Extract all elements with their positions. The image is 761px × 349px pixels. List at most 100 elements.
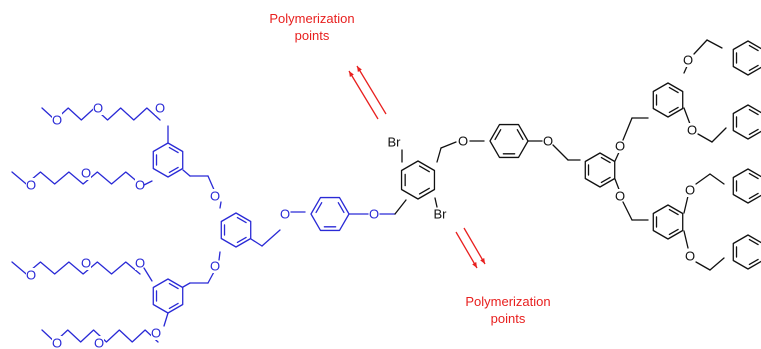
bond [693, 39, 708, 55]
bond [695, 261, 711, 271]
oxygen-atom: O [26, 178, 36, 193]
polymerization-arrow-up [348, 70, 379, 120]
oxygen-atom: O [135, 256, 145, 271]
double-bond [748, 192, 759, 200]
double-bond [748, 258, 759, 266]
bond [436, 147, 442, 163]
bond [552, 144, 569, 161]
oxygen-atom: O [81, 166, 91, 181]
label-line: Polymerization [465, 294, 551, 309]
atom-label-background [135, 256, 145, 270]
double-bond [168, 302, 179, 310]
atom-label-background [615, 139, 625, 153]
label-line: points [294, 28, 330, 43]
oxygen-atom: O [52, 113, 62, 128]
atom-label-background [458, 134, 468, 148]
double-bond [748, 128, 759, 136]
double-bond [315, 202, 323, 214]
double-bond [748, 238, 759, 246]
atom-label-background [683, 53, 693, 67]
atom-label-background [26, 268, 36, 282]
double-bond [668, 106, 679, 114]
oxygen-atom: O [135, 178, 145, 193]
atom-label-background [93, 101, 103, 115]
bond [163, 312, 169, 327]
double-bond [516, 129, 524, 141]
bond [218, 251, 221, 261]
oxygen-atom: O [93, 101, 103, 116]
oxygen-atom: O [615, 139, 625, 154]
atom-label-background [687, 123, 697, 137]
bond [706, 39, 723, 49]
arrowhead [480, 258, 485, 264]
bond [182, 282, 191, 288]
double-bond [600, 176, 611, 184]
bond [683, 107, 691, 125]
bond [697, 133, 713, 143]
atom-label-background [210, 259, 220, 273]
atom-label-background [81, 166, 91, 180]
bromine-atom: Br [388, 135, 402, 150]
benzene-ring [652, 204, 684, 240]
double-bond [748, 64, 759, 72]
bond [622, 201, 633, 221]
double-bond [748, 108, 759, 116]
oxygen-atom: O [615, 189, 625, 204]
double-bond [600, 156, 611, 164]
benzene-ring [152, 278, 184, 314]
bond [695, 173, 711, 185]
label-line: Polymerization [269, 11, 355, 26]
benzyl-ring [732, 234, 761, 270]
benzene-ring [652, 82, 684, 118]
oxygen-atom: O [685, 183, 695, 198]
arrowhead [349, 71, 354, 77]
atom-label-background [135, 178, 145, 192]
atom-label-background [280, 207, 290, 221]
bond [250, 238, 263, 247]
bond [143, 180, 153, 186]
benzyl-ring [732, 168, 761, 204]
oxygen-atom: O [52, 336, 62, 349]
oxygen-atom: O [458, 134, 468, 149]
polymerization-arrow-up [356, 65, 387, 115]
oxygen-atom: O [81, 256, 91, 271]
polymerization-points-label-top: Polymerization points [252, 10, 372, 44]
bond [182, 169, 191, 177]
arrowhead [472, 262, 477, 268]
oxygen-atom: O [26, 268, 36, 283]
atom-label-background [151, 326, 161, 340]
atom-label-background [52, 113, 62, 127]
double-bond [748, 172, 759, 180]
benzene-ring [584, 152, 616, 188]
double-bond [668, 228, 679, 236]
polymerization-arrow-down [463, 227, 486, 265]
bond [394, 199, 407, 215]
para-phenylene-ring [310, 196, 350, 232]
dibromo-benzene-ring [400, 160, 436, 200]
bond [709, 173, 725, 185]
atom-label-background [94, 336, 104, 349]
arrowhead [357, 66, 362, 72]
bond [622, 117, 633, 141]
bond [143, 267, 153, 282]
para-phenylene-ring [489, 123, 529, 159]
double-bond [236, 216, 247, 224]
atom-label-background [386, 135, 402, 149]
atom-label-background [210, 189, 220, 203]
atom-label-background [81, 256, 91, 270]
oxygen-atom: O [210, 189, 220, 204]
bond [219, 201, 222, 209]
bond [440, 141, 457, 149]
double-bond [668, 208, 679, 216]
oxygen-atom: O [683, 53, 693, 68]
polymerization-points-label-bottom: Polymerization points [448, 293, 568, 327]
atom-label-background [432, 207, 448, 221]
atom-label-background [685, 183, 695, 197]
benzene-ring [152, 142, 184, 178]
oxygen-atom: O [543, 134, 553, 149]
benzyl-ring [732, 40, 761, 76]
double-bond [494, 129, 502, 141]
benzyl-ring [732, 104, 761, 140]
atom-label-background [685, 249, 695, 263]
